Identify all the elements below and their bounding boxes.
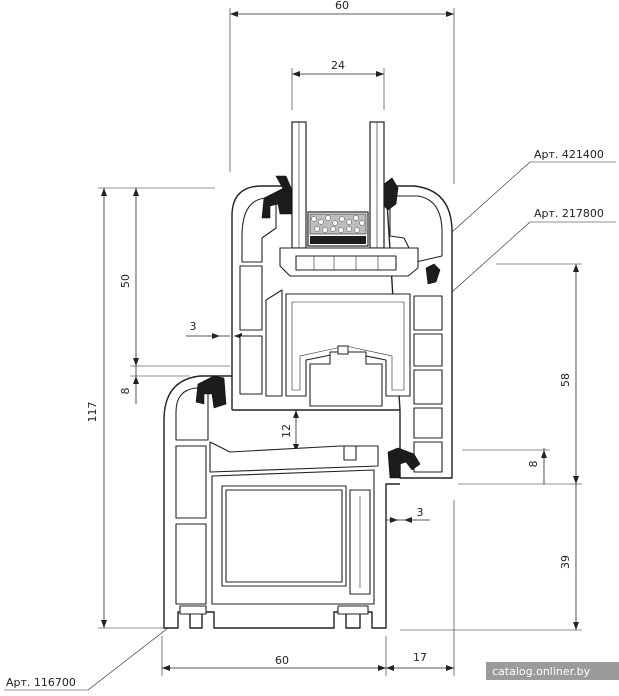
callout-glazing-bead: Арт. 421400 — [534, 148, 604, 161]
dim-gap-3: 3 — [190, 320, 197, 333]
sash-profile — [231, 185, 453, 479]
gaskets — [195, 175, 441, 479]
dim-offset-17: 17 — [413, 651, 427, 664]
dim-glazing-50: 50 — [119, 274, 132, 288]
dim-frame-60: 60 — [275, 654, 289, 667]
dim-frame-39: 39 — [559, 555, 572, 569]
callout-frame-profile: Арт. 116700 — [6, 676, 76, 689]
callouts: Арт. 421400 Арт. 217800 Арт. 116700 — [4, 148, 616, 691]
callout-sash-profile: Арт. 217800 — [534, 207, 604, 220]
dim-sash-58: 58 — [559, 373, 572, 387]
dim-top-60: 60 — [335, 0, 349, 12]
dim-gap-lower-3: 3 — [417, 506, 424, 519]
dim-total-117: 117 — [86, 402, 99, 423]
frame-profile — [163, 375, 400, 629]
glass-unit — [291, 121, 385, 249]
watermark: catalog.onliner.by — [486, 662, 619, 680]
dimension-lines — [98, 8, 582, 676]
dimension-labels: 60 24 117 50 8 3 12 58 8 39 3 60 17 — [86, 0, 572, 667]
dim-overlap-12: 12 — [280, 424, 293, 438]
dim-glass-24: 24 — [331, 59, 345, 72]
dim-sash-rebate-8: 8 — [527, 461, 540, 468]
watermark-text: catalog.onliner.by — [492, 665, 591, 678]
dim-rebate-8: 8 — [119, 388, 132, 395]
